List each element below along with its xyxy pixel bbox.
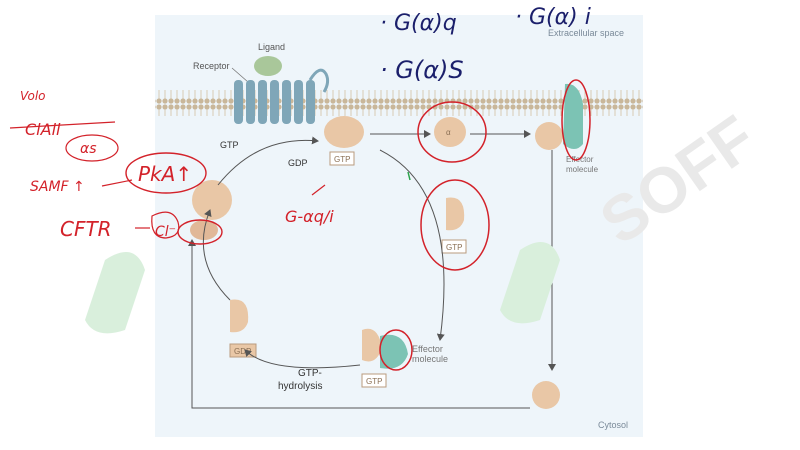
strike-line: [9, 121, 116, 129]
galpha-free: α: [434, 117, 466, 147]
cl-shape: [151, 211, 180, 239]
receptor-pointer: [231, 67, 249, 83]
gtp-label-top: GTP: [220, 140, 239, 150]
cytosol-label: Cytosol: [598, 420, 628, 430]
receptor-tail: [308, 68, 330, 93]
ligand-shape: [254, 56, 282, 76]
receptor-label: Receptor: [193, 61, 230, 71]
cycle-arrow-bottom: [244, 349, 361, 369]
svg-text:α: α: [446, 128, 451, 137]
annotation-goqi: G-αq/i: [285, 207, 334, 226]
effector-label-bottom: Effector: [412, 344, 443, 354]
effector-bottom-circle: [379, 329, 413, 371]
cycle-arrow-right: [379, 149, 445, 341]
gprotein-bottom-right: [532, 381, 560, 409]
effector-label-bottom-2: molecule: [412, 354, 448, 364]
annotation-alpha-s: αs: [80, 141, 97, 157]
annotation-gq: · G(α)q: [380, 11, 457, 36]
svg-text:GTP: GTP: [334, 155, 350, 164]
svg-text:GDP: GDP: [234, 347, 251, 356]
annotation-cftr: CFTR: [60, 217, 112, 241]
annotation-volo: Volo: [20, 89, 46, 103]
galpha-effector-bottom: GTP: [361, 328, 408, 388]
effector-label-top-2: molecule: [566, 165, 599, 174]
alpha-s-circle: [65, 134, 119, 162]
arrow-bottom-return: [188, 239, 530, 409]
green-tick: [407, 171, 411, 181]
annotation-samf: SAMF ↑: [30, 179, 85, 195]
cycle-arrow-top: [217, 136, 319, 186]
effector-top: [535, 83, 583, 150]
svg-text:GTP: GTP: [366, 377, 382, 386]
extracellular-label: Extracellular space: [548, 28, 624, 38]
goqi-tick: [311, 184, 326, 196]
effector-label-top: Effector: [566, 155, 594, 164]
hydrolysis-label-2: hydrolysis: [278, 381, 322, 392]
annotation-cl: Cl⁻: [155, 224, 176, 240]
receptor-shape: [234, 80, 315, 124]
ligand-label: Ligand: [258, 42, 285, 52]
gdp-label: GDP: [288, 158, 308, 168]
annotation-pka: PkA↑: [138, 162, 192, 186]
trimer-circle: [177, 219, 223, 245]
galpha-gtp-middle: GTP: [441, 197, 467, 254]
annotation-gs: · G(α)S: [380, 56, 464, 84]
samf-arrow: [101, 179, 133, 187]
gprotein-bound: GTP: [324, 116, 364, 166]
watermark-logo-right: [500, 242, 560, 324]
galpha-gtp-circle: [420, 179, 490, 271]
watermark-logo-left: [85, 252, 145, 334]
svg-text:GTP: GTP: [446, 243, 462, 252]
effector-top-circle: [561, 79, 591, 161]
hydrolysis-label-1: GTP-: [298, 368, 322, 379]
annotation-gi: · G(α) i: [515, 5, 591, 30]
galpha-free-circle: [417, 101, 487, 163]
pka-circle: [125, 152, 207, 194]
annotation-strike: ClAll: [25, 120, 61, 139]
